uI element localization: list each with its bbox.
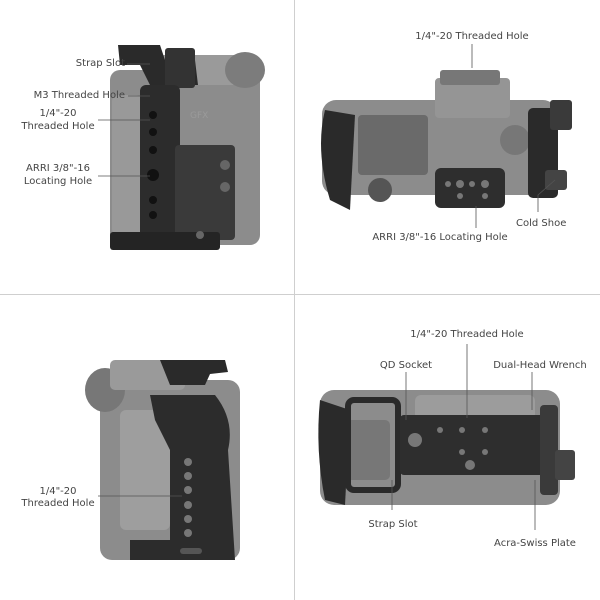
label-arri-locating-hole-line2: Locating Hole bbox=[23, 176, 93, 187]
label-arri-locating-hole-line1: ARRI 3/8"-16 bbox=[26, 163, 90, 174]
label-quarter-threaded-hole: 1/4"-20 Threaded Hole bbox=[415, 31, 529, 42]
horizontal-divider bbox=[0, 294, 600, 295]
top-view-illustration bbox=[321, 44, 572, 228]
label-cold-shoe: Cold Shoe bbox=[516, 218, 567, 229]
panel-bottom-view: 1/4"-20 Threaded Hole QD Socket Dual-Hea… bbox=[300, 300, 600, 600]
label-quarter-threaded-hole-line1: 1/4"-20 bbox=[39, 108, 77, 119]
label-strap-slot: Strap Slot bbox=[368, 519, 418, 530]
label-qd-socket: QD Socket bbox=[379, 360, 433, 371]
rear-view-illustration bbox=[85, 360, 240, 560]
label-quarter-threaded-hole-line2: Threaded Hole bbox=[21, 498, 95, 509]
label-quarter-threaded-hole-line1: 1/4"-20 bbox=[39, 486, 77, 497]
panel-top-view: 1/4"-20 Threaded Hole Cold Shoe ARRI 3/8… bbox=[300, 0, 600, 300]
side-grip-illustration: GFX bbox=[98, 45, 265, 250]
gfx-engraving: GFX bbox=[190, 111, 208, 121]
label-acra-swiss-plate: Acra-Swiss Plate bbox=[494, 538, 576, 549]
vertical-divider bbox=[294, 0, 295, 600]
panel-side-grip-view: GFX Strap Slot M3 Threaded Hole 1/4"-20 … bbox=[0, 0, 300, 300]
label-strap-slot: Strap Slot bbox=[75, 58, 125, 69]
bottom-view-illustration bbox=[318, 344, 575, 530]
label-arri-locating-hole: ARRI 3/8"-16 Locating Hole bbox=[372, 232, 508, 243]
label-quarter-threaded-hole: 1/4"-20 Threaded Hole bbox=[410, 329, 524, 340]
label-quarter-threaded-hole-line2: Threaded Hole bbox=[21, 121, 95, 132]
label-dual-head-wrench: Dual-Head Wrench bbox=[493, 360, 587, 371]
panel-rear-view: 1/4"-20 Threaded Hole bbox=[0, 300, 300, 600]
label-m3-threaded-hole: M3 Threaded Hole bbox=[33, 90, 125, 101]
